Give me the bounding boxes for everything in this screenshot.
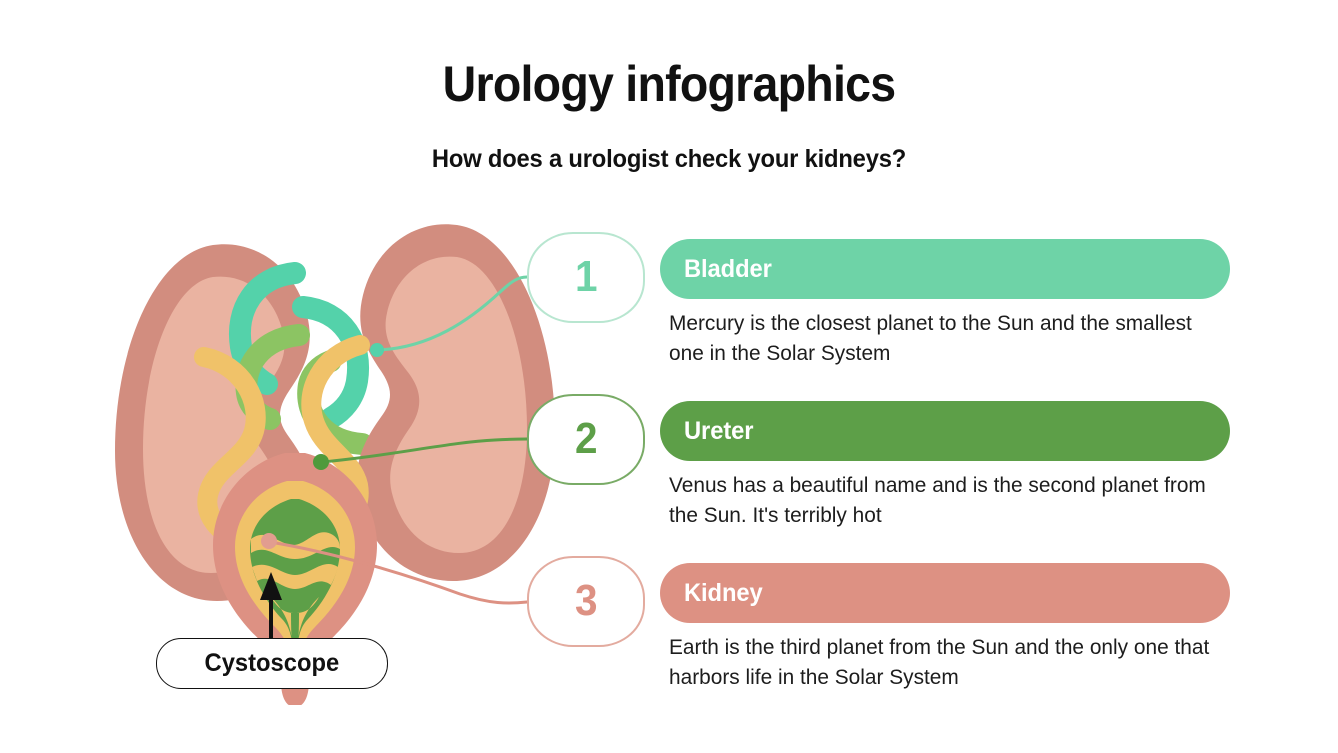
step-number-3: 3 [574,575,598,625]
right-kidney-icon [356,224,555,582]
page-title: Urology infographics [442,56,896,112]
step-badge-3[interactable]: 3 [527,556,645,647]
step-bar-2[interactable]: Ureter [660,401,1230,461]
step-number-1: 1 [574,251,598,301]
step-description-2: Venus has a beautiful name and is the se… [669,473,1206,527]
urinary-system-illustration [95,215,575,707]
left-ureter-icon [194,347,266,551]
left-renal-artery-teal-icon [292,296,369,429]
step-number-2: 2 [574,413,598,463]
step-badge-1[interactable]: 1 [527,232,645,323]
step-label-1: Bladder [684,254,772,283]
step-bar-3[interactable]: Kidney [660,563,1230,623]
cystoscope-label-text: Cystoscope [204,649,340,677]
step-badge-2[interactable]: 2 [527,394,645,485]
step-bar-1[interactable]: Bladder [660,239,1230,299]
step-label-2: Ureter [684,416,754,445]
cystoscope-callout[interactable]: Cystoscope [156,638,388,689]
step-description-1: Mercury is the closest planet to the Sun… [669,311,1192,365]
step-label-3: Kidney [684,578,763,607]
step-description-3: Earth is the third planet from the Sun a… [669,635,1210,689]
page-subtitle: How does a urologist check your kidneys? [431,145,907,173]
